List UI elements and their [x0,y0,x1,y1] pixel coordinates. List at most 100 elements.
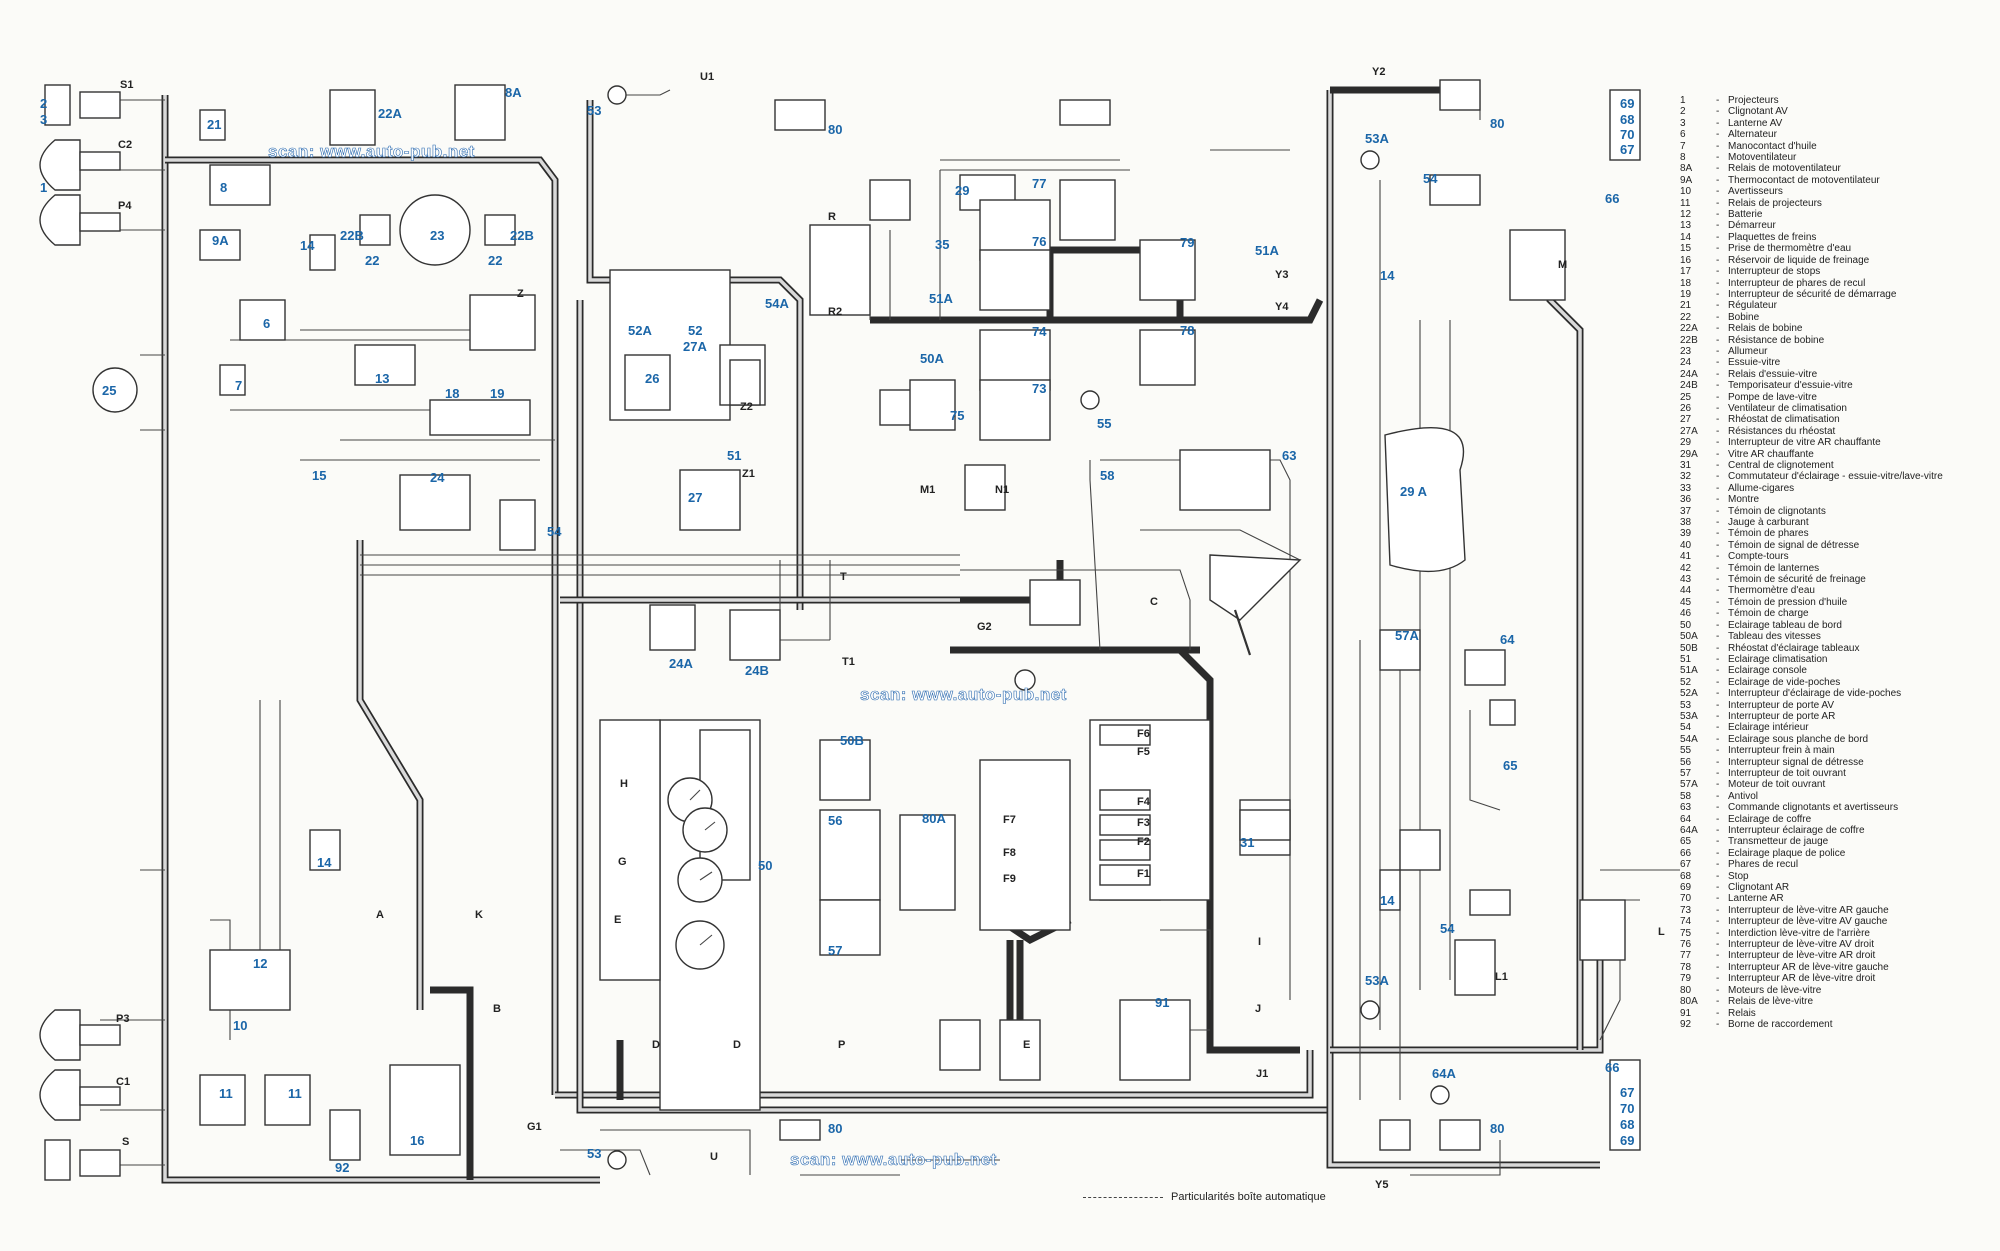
legend-number: 43 [1680,574,1692,586]
label-11-a: 11 [219,1086,233,1101]
legend-separator: - [1716,562,1720,574]
label-22a: 22A [378,106,402,121]
legend-label: Prise de thermomètre d'eau [1728,243,1852,255]
legend-label: Transmetteur de jauge [1728,836,1829,848]
legend-label: Thermomètre d'eau [1728,585,1815,597]
legend-row: 13-Démarreur [1680,220,1990,231]
legend-row: 29-Interrupteur de vitre AR chauffante [1680,437,1990,448]
legend-separator: - [1716,1018,1720,1030]
legend-label: Rhéostat de climatisation [1728,414,1840,426]
label-64a: 64A [1432,1066,1456,1081]
legend-label: Essuie-vitre [1728,357,1781,369]
legend-label: Interrupteur AR de lève-vitre droit [1728,973,1876,985]
legend-row: 36-Montre [1680,494,1990,505]
conn-c: C [1150,596,1158,608]
conn-f8: F8 [1003,847,1016,859]
legend-label: Eclairage de coffre [1728,813,1812,825]
legend-separator: - [1716,551,1720,563]
label-50: 50 [758,858,772,873]
legend-number: 25 [1680,391,1692,403]
legend-label: Interrupteur de stops [1728,266,1821,278]
legend-number: 17 [1680,266,1692,278]
label-24b: 24B [745,663,769,678]
label-92: 92 [335,1160,349,1175]
legend-label: Résistance de bobine [1728,334,1825,346]
legend-row: 9A-Thermocontact de motoventilateur [1680,175,1990,186]
legend-row: 32-Commutateur d'éclairage - essuie-vitr… [1680,471,1990,482]
legend-number: 53A [1680,710,1698,722]
legend-separator: - [1716,448,1720,460]
legend-label: Interrupteur d'éclairage de vide-poches [1728,688,1902,700]
legend-number: 41 [1680,551,1692,563]
label-8a: 8A [505,85,522,100]
switch-lever [1209,554,1302,656]
legend-label: Interrupteur de porte AR [1728,710,1836,722]
label-91: 91 [1155,995,1169,1010]
label-74: 74 [1032,324,1047,339]
legend-number: 42 [1680,562,1692,574]
legend-row: 8A-Relais de motoventilateur [1680,163,1990,174]
legend-separator: - [1716,642,1720,654]
legend-row: 11-Relais de projecteurs [1680,198,1990,209]
legend-label: Interrupteur de lève-vitre AR droit [1728,950,1876,962]
legend-separator: - [1716,574,1720,586]
legend-separator: - [1716,129,1720,141]
legend-separator: - [1716,608,1720,620]
legend-number: 37 [1680,505,1692,517]
label-15: 15 [312,468,326,483]
legend-separator: - [1716,140,1720,152]
legend-row: 24-Essuie-vitre [1680,357,1990,368]
label-7: 7 [235,378,242,393]
conn-r2: R2 [828,306,842,318]
legend-number: 10 [1680,186,1692,198]
label-80-a: 80 [828,122,842,137]
label-14-c: 14 [1380,268,1395,283]
legend-number: 27A [1680,425,1698,437]
legend-label: Allumeur [1728,345,1768,357]
footnote-text: Particularités boîte automatique [1171,1191,1326,1203]
legend-separator: - [1716,653,1720,665]
label-67-a: 67 [1620,142,1634,157]
legend-row: 24B-Temporisateur d'essuie-vitre [1680,380,1990,391]
label-52: 52 [688,323,702,338]
legend-row: 78-Interrupteur AR de lève-vitre gauche [1680,962,1990,973]
legend-separator: - [1716,790,1720,802]
door-switches [607,85,1450,1170]
legend-label: Démarreur [1728,220,1776,232]
conn-p: P [838,1039,845,1051]
legend-row: 1-Projecteurs [1680,95,1990,106]
label-70-a: 70 [1620,127,1634,142]
legend-separator: - [1716,391,1720,403]
conn-i: I [1258,936,1261,948]
legend-label: Avertisseurs [1728,186,1783,198]
legend-row: 33-Allume-cigares [1680,483,1990,494]
instrument-cluster [667,777,728,970]
legend-separator: - [1716,939,1720,951]
legend-row: 52A-Interrupteur d'éclairage de vide-poc… [1680,688,1990,699]
legend-number: 75 [1680,927,1692,939]
label-51a: 51A [929,291,953,306]
legend-label: Interrupteur de lève-vitre AR gauche [1728,904,1889,916]
legend-label: Relais de lève-vitre [1728,996,1814,1008]
legend-separator: - [1716,596,1720,608]
legend-separator: - [1716,996,1720,1008]
legend-number: 65 [1680,836,1692,848]
legend-label: Interrupteur de phares de recul [1728,277,1866,289]
legend-separator: - [1716,1007,1720,1019]
legend-separator: - [1716,859,1720,871]
label-53-b: 53 [587,1146,601,1161]
label-55: 55 [1097,416,1111,431]
legend-label: Interrupteur de sécurité de démarrage [1728,288,1897,300]
label-65: 65 [1503,758,1517,773]
legend-number: 56 [1680,756,1692,768]
legend-label: Relais d'essuie-vitre [1728,368,1818,380]
legend-number: 51A [1680,665,1698,677]
legend-label: Vitre AR chauffante [1728,448,1814,460]
legend-number: 27 [1680,414,1692,426]
conn-l: L [1658,926,1665,938]
legend-label: Relais de motoventilateur [1728,163,1841,175]
legend-number: 80 [1680,984,1692,996]
legend-row: 38-Jauge à carburant [1680,517,1990,528]
legend-separator: - [1716,847,1720,859]
